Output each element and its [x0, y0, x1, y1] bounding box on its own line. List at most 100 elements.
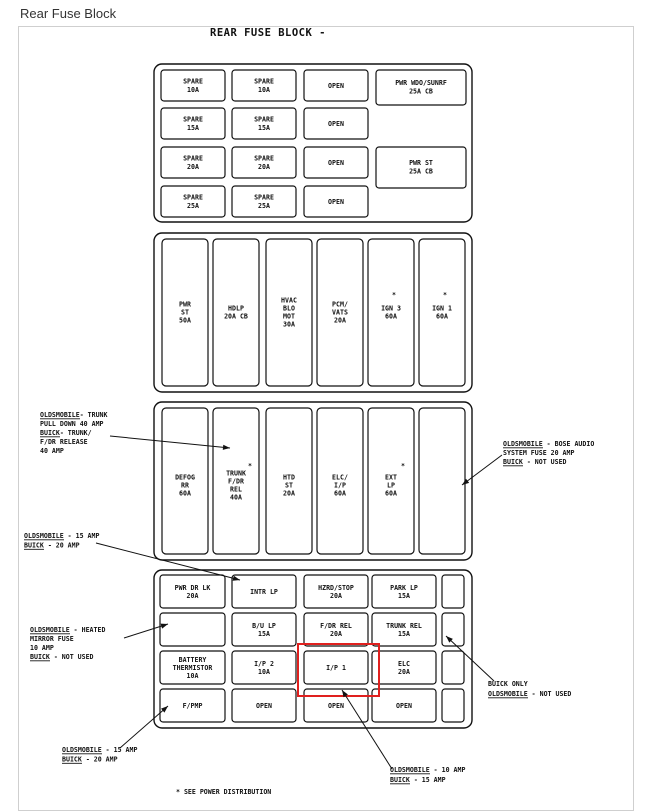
maxi-fuse [418, 238, 466, 387]
mini-fuse-label-line: 20A [330, 630, 342, 638]
top-fuse [303, 69, 369, 102]
mini-fuse-label-line: OPEN [328, 702, 344, 710]
mini-fuse-label-line: I/P 1 [326, 664, 346, 672]
note-trunk-pulldown-line: BUICK- TRUNK/ [40, 429, 92, 437]
top-fuse [303, 146, 369, 179]
mini-fuse-group [153, 569, 473, 729]
mini-fuse [159, 574, 226, 609]
top-fuse-label-line: 15A [258, 124, 270, 132]
top-fuse [231, 146, 297, 179]
highlight-ip1 [297, 643, 380, 697]
mini-fuse [371, 688, 437, 723]
mini-fuse [371, 650, 437, 685]
maxi-fuse-label-line: 60A [436, 312, 448, 320]
maxi-fuse-label-line: ST [181, 308, 189, 316]
mini-fuse-label: INTR LP [250, 588, 278, 596]
maxi-fuse-label-line: ST [285, 481, 293, 489]
maxi-fuse-label-line: RR [181, 481, 189, 489]
maxi-fuse [418, 407, 466, 555]
mini-fuse-label-line: THERMISTOR [173, 664, 213, 672]
maxi-fuse [161, 238, 209, 387]
top-fuse-label-line: SPARE [254, 194, 274, 202]
mini-fuse-label: F/PMP [183, 702, 203, 710]
maxi-fuse-label-line: 60A [385, 489, 397, 497]
note-fpmp-line: BUICK - 20 AMP [62, 756, 118, 764]
dot-mark: * [248, 462, 252, 470]
mini-fuse [231, 650, 297, 685]
page-heading: Rear Fuse Block [20, 6, 117, 21]
maxi-fuse-label-line: DEFOG [175, 473, 195, 481]
top-fuse-label-line: 25A [258, 202, 270, 210]
note-trunk-pulldown-line: PULL DOWN 40 AMP [40, 420, 104, 428]
top-fuse [303, 107, 369, 140]
note-trunk-rel-line: BUICK ONLY [488, 680, 528, 688]
top-fuse-label-line: SPARE [254, 78, 274, 86]
mini-fuse-label-line: 15A [398, 630, 410, 638]
mini-fuse-label-line: F/PMP [183, 702, 203, 710]
maxi-fuse [265, 238, 313, 387]
mini-relay-slot [441, 574, 465, 609]
maxi-fuse-label-line: 20A CB [224, 312, 248, 320]
note-bose-line: SYSTEM FUSE 20 AMP [503, 449, 574, 457]
note-mirror-line: 10 AMP [30, 644, 54, 652]
top-fuse-label-line: 10A [187, 86, 199, 94]
mini-fuse [371, 612, 437, 647]
dot-mark: * [443, 291, 447, 299]
mini-fuse [303, 650, 369, 685]
note-intr-lp-leader [95, 542, 241, 581]
top-fuse-label-line: 15A [187, 124, 199, 132]
mini-fuse [231, 688, 297, 723]
top-fuse-label-line: SPARE [183, 194, 203, 202]
mini-fuse [231, 574, 297, 609]
maxi-fuse [316, 238, 364, 387]
mini-fuse [303, 574, 369, 609]
note-mirror-line: OLDSMOBILE - HEATED [30, 626, 105, 634]
maxi-fuse-label-line: 40A [230, 493, 242, 501]
maxi-fuse-group-1 [153, 232, 473, 393]
top-fuse-label-line: 10A [258, 86, 270, 94]
dot-mark: * [401, 462, 405, 470]
maxi-fuse [367, 238, 415, 387]
top-fuse-label-line: 25A CB [409, 88, 433, 96]
mini-fuse-label-line: INTR LP [250, 588, 278, 596]
mini-fuse [159, 612, 226, 647]
mini-fuse-label: OPEN [396, 702, 412, 710]
top-fuse-label-line: OPEN [328, 82, 344, 90]
note-ip1-leader [341, 689, 393, 770]
maxi-fuse-label-line: I/P [334, 481, 346, 489]
maxi-fuse-label-line: 30A [283, 320, 295, 328]
footnote: * SEE POWER DISTRIBUTION [176, 788, 271, 796]
mini-fuse-label-line: 20A [398, 668, 410, 676]
maxi-fuse-label-line: VATS [332, 308, 348, 316]
note-trunk-pulldown-line: 40 AMP [40, 447, 64, 455]
top-fuse-label-line: 20A [258, 163, 270, 171]
top-fuse-label-line: OPEN [328, 120, 344, 128]
maxi-fuse-label-line: F/DR [228, 477, 244, 485]
maxi-fuse-label-line: HVAC [281, 296, 297, 304]
mini-fuse [303, 612, 369, 647]
dot-mark: * [392, 291, 396, 299]
top-fuse [160, 107, 226, 140]
maxi-fuse-label-line: HDLP [228, 304, 244, 312]
note-intr-lp-arrowhead [232, 575, 240, 581]
